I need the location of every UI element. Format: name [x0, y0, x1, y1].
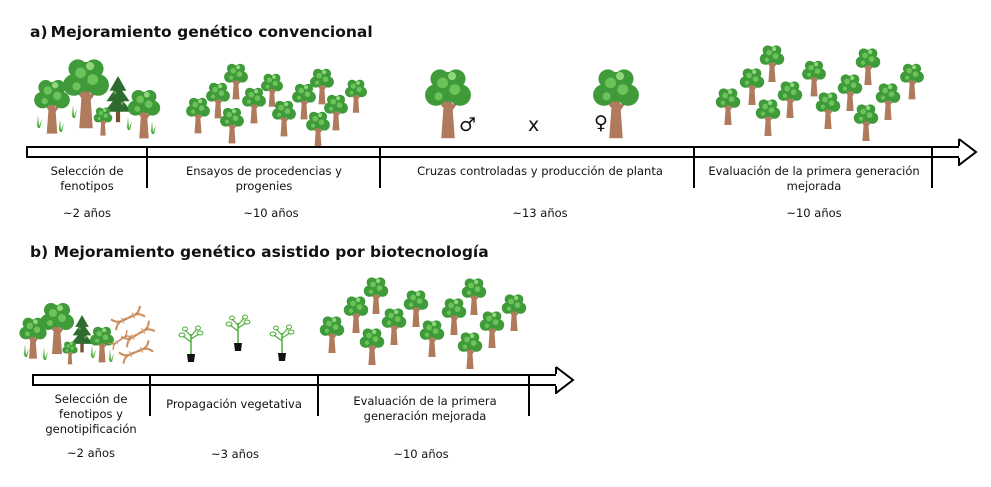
section-a-heading: a) Mejoramiento genético convencional [30, 23, 373, 41]
cross-symbol: x [528, 114, 540, 136]
timeline-b-arrow-head [555, 366, 575, 394]
timeline-a-arrow-shaft [26, 146, 961, 158]
female-symbol: ♀ [594, 112, 608, 134]
dna-helix-icon [107, 304, 156, 365]
timeline-a-divider [693, 146, 695, 188]
stage-label: Evaluación de la primera generación mejo… [708, 164, 920, 193]
section-b-heading: b) Mejoramiento genético asistido por bi… [30, 243, 489, 261]
seedling-pot-icon [178, 314, 295, 363]
timeline-a-divider [146, 146, 148, 188]
stage-duration: ~10 años [786, 206, 842, 220]
timeline-b-divider [149, 374, 151, 416]
stage-label: Selección de fenotipos [50, 164, 124, 193]
timeline-a-arrow-head [958, 138, 978, 166]
stage-label: Selección de fenotipos y genotipificació… [45, 392, 137, 436]
stage-duration: ~13 años [512, 206, 568, 220]
stage-duration: ~10 años [393, 447, 449, 461]
timeline-b-divider [317, 374, 319, 416]
stage-label: Cruzas controladas y producción de plant… [417, 164, 663, 178]
stage-duration: ~2 años [63, 206, 111, 220]
timeline-b-arrow-shaft [32, 374, 558, 386]
phenotype-selection-trees-a [32, 57, 162, 140]
stage-duration: ~10 años [243, 206, 299, 220]
improved-generation-trees-b [318, 276, 528, 370]
stage-label: Ensayos de procedencias y progenies [185, 164, 342, 193]
timeline-a-divider [379, 146, 381, 188]
stage-duration: ~2 años [67, 446, 115, 460]
stage-label: Evaluación de la primera generación mejo… [353, 394, 497, 423]
phenotype-selection-trees-b [18, 301, 115, 365]
timeline-b-divider [528, 374, 530, 416]
provenance-trial-trees [185, 62, 368, 149]
male-symbol: ♂ [459, 114, 477, 136]
improved-generation-trees-a [714, 44, 925, 142]
timeline-a-divider [931, 146, 933, 188]
stage-label: Propagación vegetativa [166, 397, 302, 411]
stage-duration: ~3 años [211, 447, 259, 461]
